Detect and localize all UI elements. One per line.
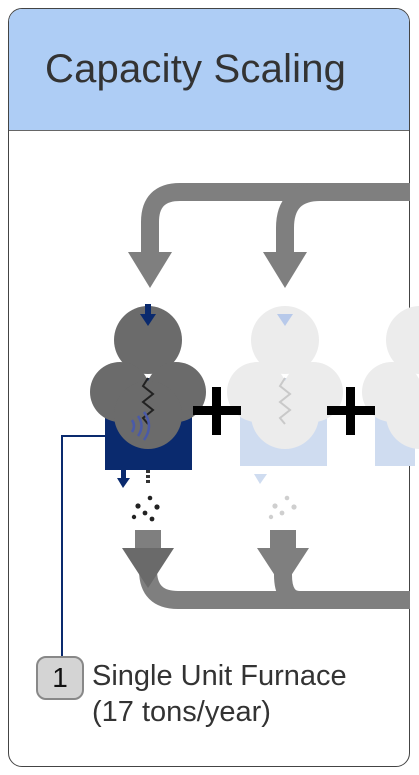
- callout-label: Single Unit Furnace (17 tons/year): [92, 658, 347, 730]
- drop-block-1: [135, 530, 161, 550]
- unit-2-top-lobe: [251, 306, 319, 374]
- top-feed-pipe-branch: [276, 183, 321, 252]
- furnace-unit-2: [227, 306, 343, 520]
- unit-2-feed-head: [277, 314, 293, 326]
- callout-label-line1: Single Unit Furnace: [92, 660, 347, 692]
- furnace-unit-1: [90, 304, 206, 522]
- plus-operator-2: [327, 387, 375, 435]
- unit-3-center: [386, 381, 419, 449]
- drop-block-2: [270, 530, 296, 550]
- unit-1-feed-head: [140, 314, 156, 326]
- return-arrowhead-1: [122, 548, 174, 588]
- unit-2-particles: [268, 495, 297, 520]
- unit-1-wave-icon: [130, 411, 151, 441]
- callout-number-badge: 1: [36, 656, 84, 700]
- unit-1-top-lobe: [114, 306, 182, 374]
- top-feed-pipe-main: [141, 183, 410, 252]
- unit-2-outlet-head: [254, 474, 267, 484]
- callout-leader-line: [61, 435, 105, 656]
- return-arrowhead-2: [257, 548, 309, 588]
- top-feed-arrows: [141, 183, 410, 252]
- callout-label-line2: (17 tons/year): [92, 696, 271, 728]
- unit-1-outlet-head: [117, 478, 130, 488]
- furnace-unit-3: [362, 306, 419, 466]
- panel-title: Capacity Scaling: [45, 47, 347, 91]
- unit-1-feed-stem: [145, 304, 151, 316]
- unit-1-outlet-stem: [121, 470, 126, 480]
- unit-1-particles: [131, 495, 160, 522]
- unit-3-top-lobe: [386, 306, 419, 374]
- unit-1-spring-icon: [141, 377, 155, 425]
- panel-header: Capacity Scaling: [9, 9, 409, 131]
- plus-operator-1: [193, 387, 241, 435]
- feed-arrowhead-2: [263, 252, 307, 288]
- feed-arrowhead-1: [128, 252, 172, 288]
- unit-2-spring-icon: [278, 377, 292, 425]
- capacity-scaling-panel: Capacity Scaling: [8, 8, 410, 767]
